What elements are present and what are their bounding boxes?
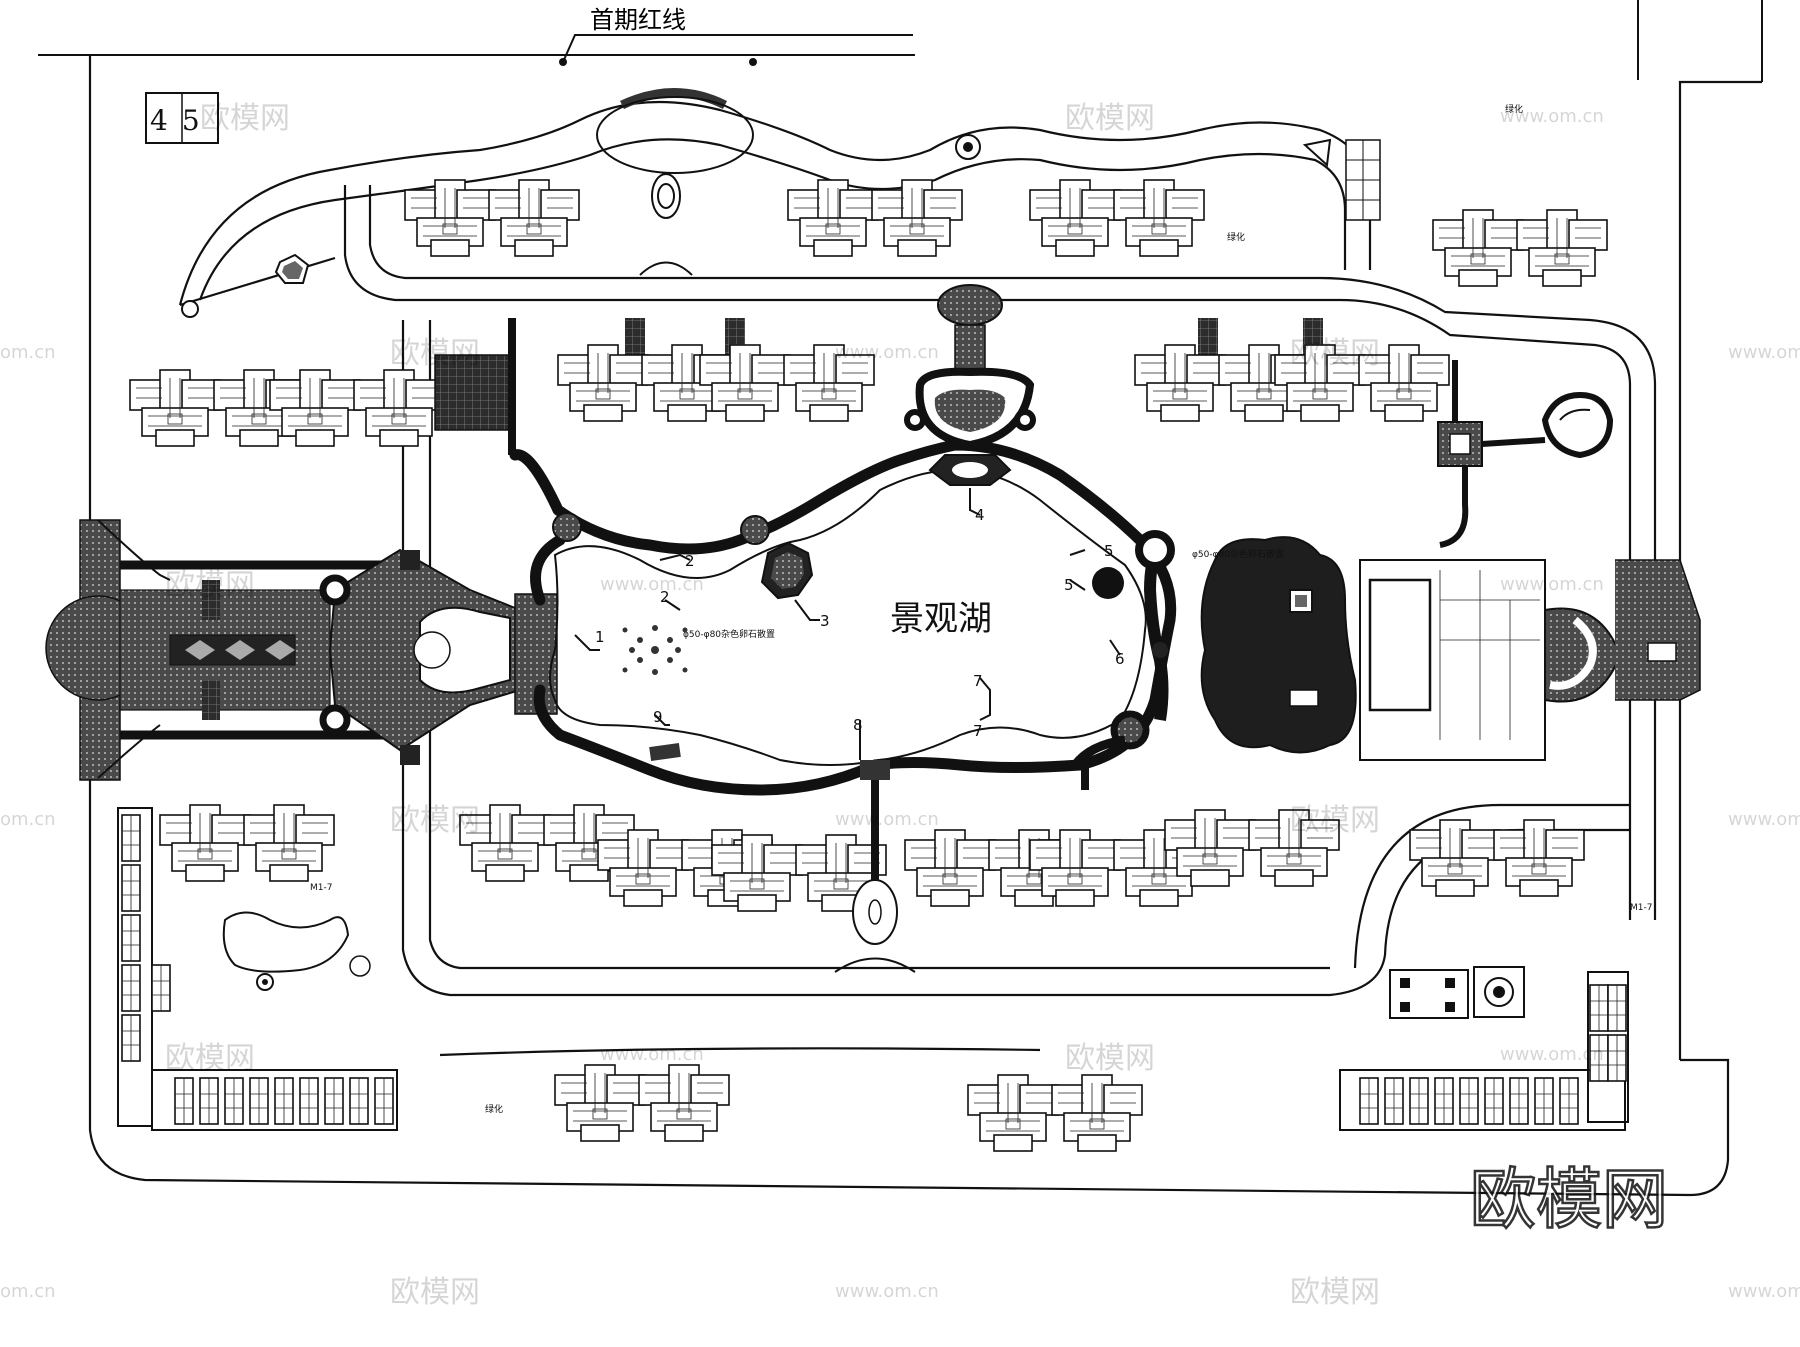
watermark-url-short: om.cn (0, 1281, 56, 1302)
unit-label-east: M1-7 (1630, 903, 1652, 913)
watermark-url: www.om.cn (600, 1044, 704, 1065)
watermark-url: www.om.cn (835, 1281, 939, 1302)
red-line-label: 首期红线 (590, 6, 686, 34)
watermark-brand: 欧模网 (1065, 101, 1155, 136)
watermark-brand: 欧模网 (390, 1275, 480, 1310)
callout-6: 6 (1115, 650, 1125, 668)
stone-note-west: φ50-φ80杂色卵石散置 (683, 628, 775, 640)
watermark-url-short: om.cn (0, 809, 56, 830)
green-label-north: 绿化 (1227, 231, 1245, 243)
callout-4: 4 (975, 506, 985, 524)
west-entrance-plaza (45, 318, 558, 781)
callout-2a: 2 (685, 552, 695, 570)
callout-1: 1 (595, 628, 605, 646)
watermark-url: www.om.cn (1728, 1281, 1800, 1302)
green-label-northeast: 绿化 (1505, 103, 1523, 115)
watermark-url: www.om.cn (1728, 809, 1800, 830)
callout-3: 3 (820, 612, 830, 630)
watermark-brand: 欧模网 (390, 803, 480, 838)
north-central-pavilion (904, 284, 1036, 486)
watermark-brand: 欧模网 (1065, 1041, 1155, 1076)
residential-buildings-north (405, 180, 1607, 286)
watermark-url-short: om.cn (0, 342, 56, 363)
watermark-brand: 欧模网 (1290, 1275, 1380, 1310)
watermarks: 欧模网 欧模网 www.om.cn om.cn 欧模网 www.om.cn 欧模… (0, 101, 1800, 1310)
watermark-brand: 欧模网 (1290, 336, 1380, 371)
watermark-brand: 欧模网 (390, 336, 480, 371)
watermark-url: www.om.cn (1500, 574, 1604, 595)
callout-8: 8 (853, 716, 863, 734)
callout-5a: 5 (1104, 542, 1114, 560)
residential-buildings-mid (130, 318, 1449, 446)
callout-2b: 2 (660, 588, 670, 606)
callout-5b: 5 (1064, 576, 1074, 594)
unit-label-west: M1-7 (310, 883, 332, 893)
residential-buildings-south (555, 1065, 1142, 1151)
watermark-brand-large: 欧模网 (1470, 1161, 1668, 1238)
watermark-url: www.om.cn (835, 809, 939, 830)
east-pavilion (1437, 360, 1614, 548)
watermark-brand: 欧模网 (200, 101, 290, 136)
callout-7a: 7 (973, 672, 983, 690)
stone-note-east: φ50-φ80杂色卵石散置 (1192, 548, 1284, 560)
sheet-number-box (145, 92, 219, 144)
watermark-brand: 欧模网 (165, 568, 255, 603)
watermark-url: www.om.cn (835, 342, 939, 363)
clubhouse (1200, 536, 1701, 761)
commercial-podium-east (1339, 966, 1629, 1131)
watermark-brand: 欧模网 (165, 1041, 255, 1076)
watermark-url: www.om.cn (1500, 106, 1604, 127)
green-label-south: 绿化 (485, 1103, 503, 1115)
callout-9: 9 (653, 708, 663, 726)
watermark-url: www.om.cn (1728, 342, 1800, 363)
watermark-url: www.om.cn (1500, 1044, 1604, 1065)
lake-label: 景观湖 (890, 599, 992, 639)
north-plaza (181, 88, 1381, 318)
fountain-jets (622, 625, 688, 675)
callout-markers (574, 488, 1121, 760)
callout-7b: 7 (973, 722, 983, 740)
landscape-lake (509, 439, 1177, 973)
site-boundary (38, 0, 1763, 1197)
watermark-brand: 欧模网 (1290, 803, 1380, 838)
watermark-url: www.om.cn (600, 574, 704, 595)
commercial-podium-west (117, 807, 398, 1131)
sheet-number: 45 (150, 104, 214, 137)
